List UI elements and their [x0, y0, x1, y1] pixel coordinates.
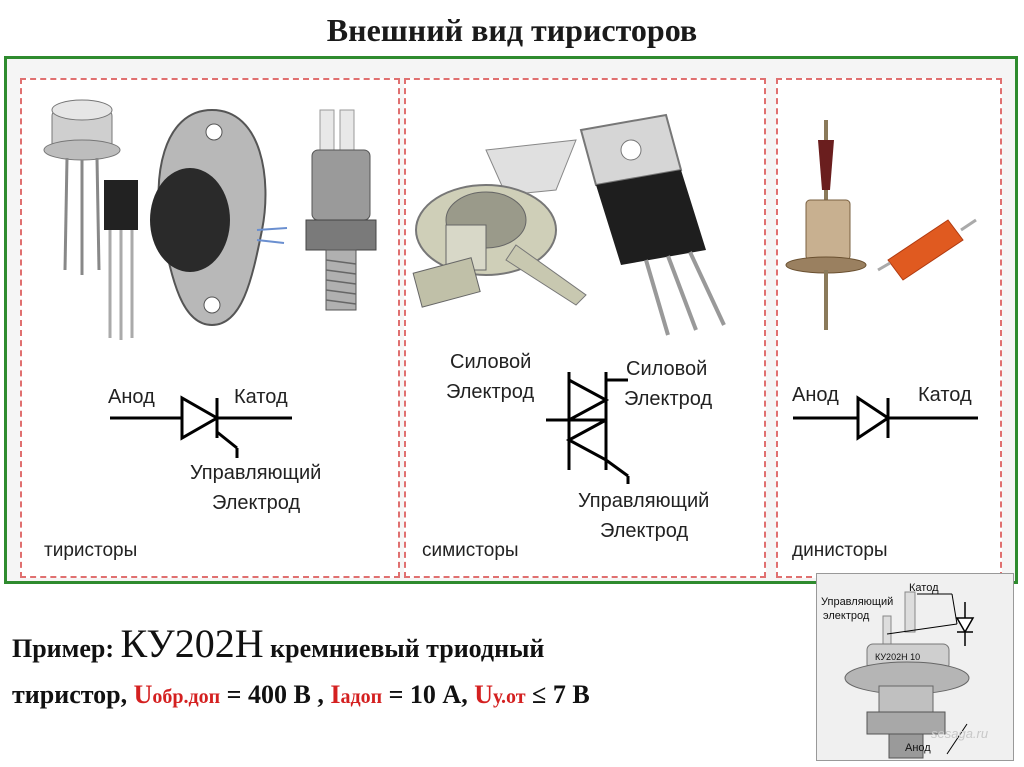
u-rev-subscript: обр.доп [152, 686, 221, 708]
thyristor-cathode-label: Катод [234, 386, 288, 408]
example-line-2: тиристор, Uобр.доп = 400 В , Iадоп = 10 … [12, 680, 590, 710]
thyristor-photos-and-symbol [43, 99, 377, 458]
dinistor-anode-label: Анод [792, 384, 839, 406]
thyristor-caption: тиристоры [44, 540, 138, 561]
ku202n-photo: Катод Управляющий электрод КУ202Н 10 Ано… [816, 573, 1014, 761]
u-gate-symbol: U [474, 680, 493, 709]
example-description-2: тиристор, [12, 680, 128, 709]
ku202n-symbol [955, 602, 975, 646]
example-part-number: КУ202Н [120, 621, 264, 666]
triac-photos-and-symbol [412, 113, 726, 484]
thyristor-symbol [110, 395, 292, 458]
example-line-1: Пример: КУ202Н кремниевый триодный [12, 620, 544, 667]
i-subscript: адоп [340, 686, 383, 708]
triac-power-right-label-2: Электрод [624, 388, 713, 410]
u-gate-subscript: у.от [492, 686, 526, 708]
metal-dinistor-image [785, 120, 867, 330]
to3-thyristor-image [150, 108, 288, 327]
ku202n-illustration [844, 591, 975, 759]
to220-triac-image [579, 113, 726, 336]
triac-gate-label-1: Управляющий [578, 490, 710, 512]
panel-thyristors: Анод Катод Управляющий Электрод тиристор… [20, 78, 400, 578]
triac-caption: симисторы [422, 540, 519, 561]
photo-gate-label-1: Управляющий [821, 596, 894, 608]
to92-thyristor-image [104, 180, 138, 340]
triac-power-left-label-1: Силовой [450, 351, 532, 373]
panel-triacs: Силовой Электрод Силовой Электрод Управл… [404, 78, 766, 578]
photo-watermark: sesaga.ru [931, 726, 989, 741]
thyristor-anode-label: Анод [108, 386, 155, 408]
u-gate-value: ≤ 7 В [532, 680, 590, 709]
triac-power-left-label-2: Электрод [446, 381, 535, 403]
slide-title: Внешний вид тиристоров [326, 12, 698, 48]
triac-gate-label-2: Электрод [600, 520, 689, 542]
i-value: = 10 А, [388, 680, 468, 709]
stud-triac-image [412, 139, 587, 308]
dinistor-cathode-label: Катод [918, 384, 972, 406]
panel-dinistors: Анод Катод динисторы [776, 78, 1002, 578]
dinistor-photos-and-symbol [785, 120, 978, 441]
thyristor-gate-label-1: Управляющий [190, 462, 322, 484]
example-description-1: кремниевый триодный [270, 634, 545, 663]
metal-can-thyristor-image [43, 99, 121, 275]
dinistor-caption: динисторы [792, 540, 888, 561]
stud-thyristor-image [305, 109, 377, 311]
glass-dinistor-image [877, 218, 977, 281]
triac-power-right-label-1: Силовой [626, 358, 708, 380]
dinistor-symbol [793, 395, 978, 441]
u-rev-symbol: U [133, 680, 153, 709]
photo-gate-label-2: электрод [823, 610, 870, 622]
photo-cathode-label: Катод [909, 582, 939, 594]
u-rev-value: = 400 В , [226, 680, 324, 709]
thyristor-gate-label-2: Электрод [212, 492, 301, 514]
triac-symbol [546, 372, 630, 484]
example-prefix: Пример: [12, 634, 115, 663]
photo-marking: КУ202Н 10 [875, 652, 921, 662]
photo-anode-label: Анод [905, 742, 931, 754]
i-symbol: I [330, 680, 341, 709]
